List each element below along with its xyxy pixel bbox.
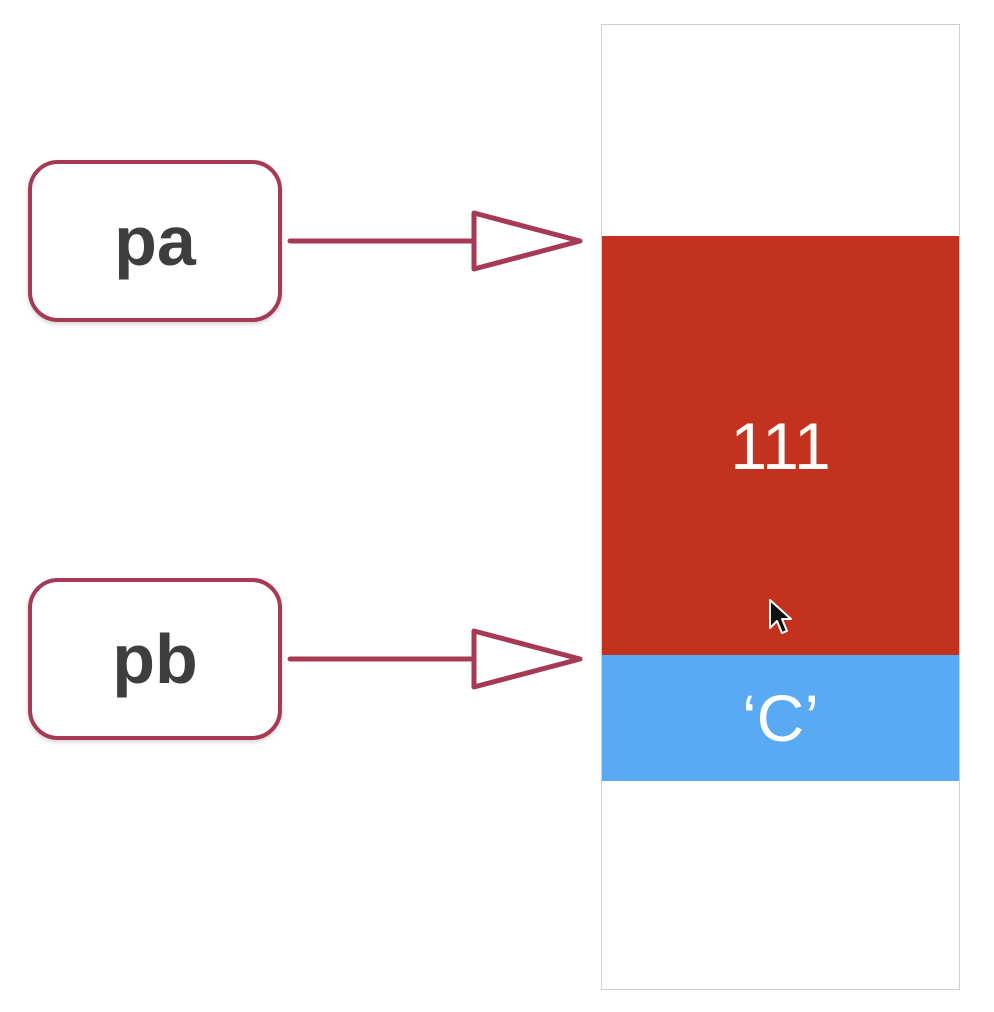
pointer-pa-label: pa xyxy=(114,202,196,280)
mouse-cursor-icon xyxy=(769,599,792,634)
memory-cell-int-value: 111 xyxy=(730,408,831,483)
arrow-pa xyxy=(287,210,583,272)
pointer-pa-box: pa xyxy=(28,160,282,322)
pointer-pb-label: pb xyxy=(112,620,198,698)
pointer-pb-box: pb xyxy=(28,578,282,740)
memory-cell-int: 111 xyxy=(602,236,959,655)
memory-column: 111 ‘C’ xyxy=(601,24,960,990)
memory-cell-char-value: ‘C’ xyxy=(742,681,819,755)
arrow-pb xyxy=(287,628,583,690)
memory-cell-char: ‘C’ xyxy=(602,655,959,781)
